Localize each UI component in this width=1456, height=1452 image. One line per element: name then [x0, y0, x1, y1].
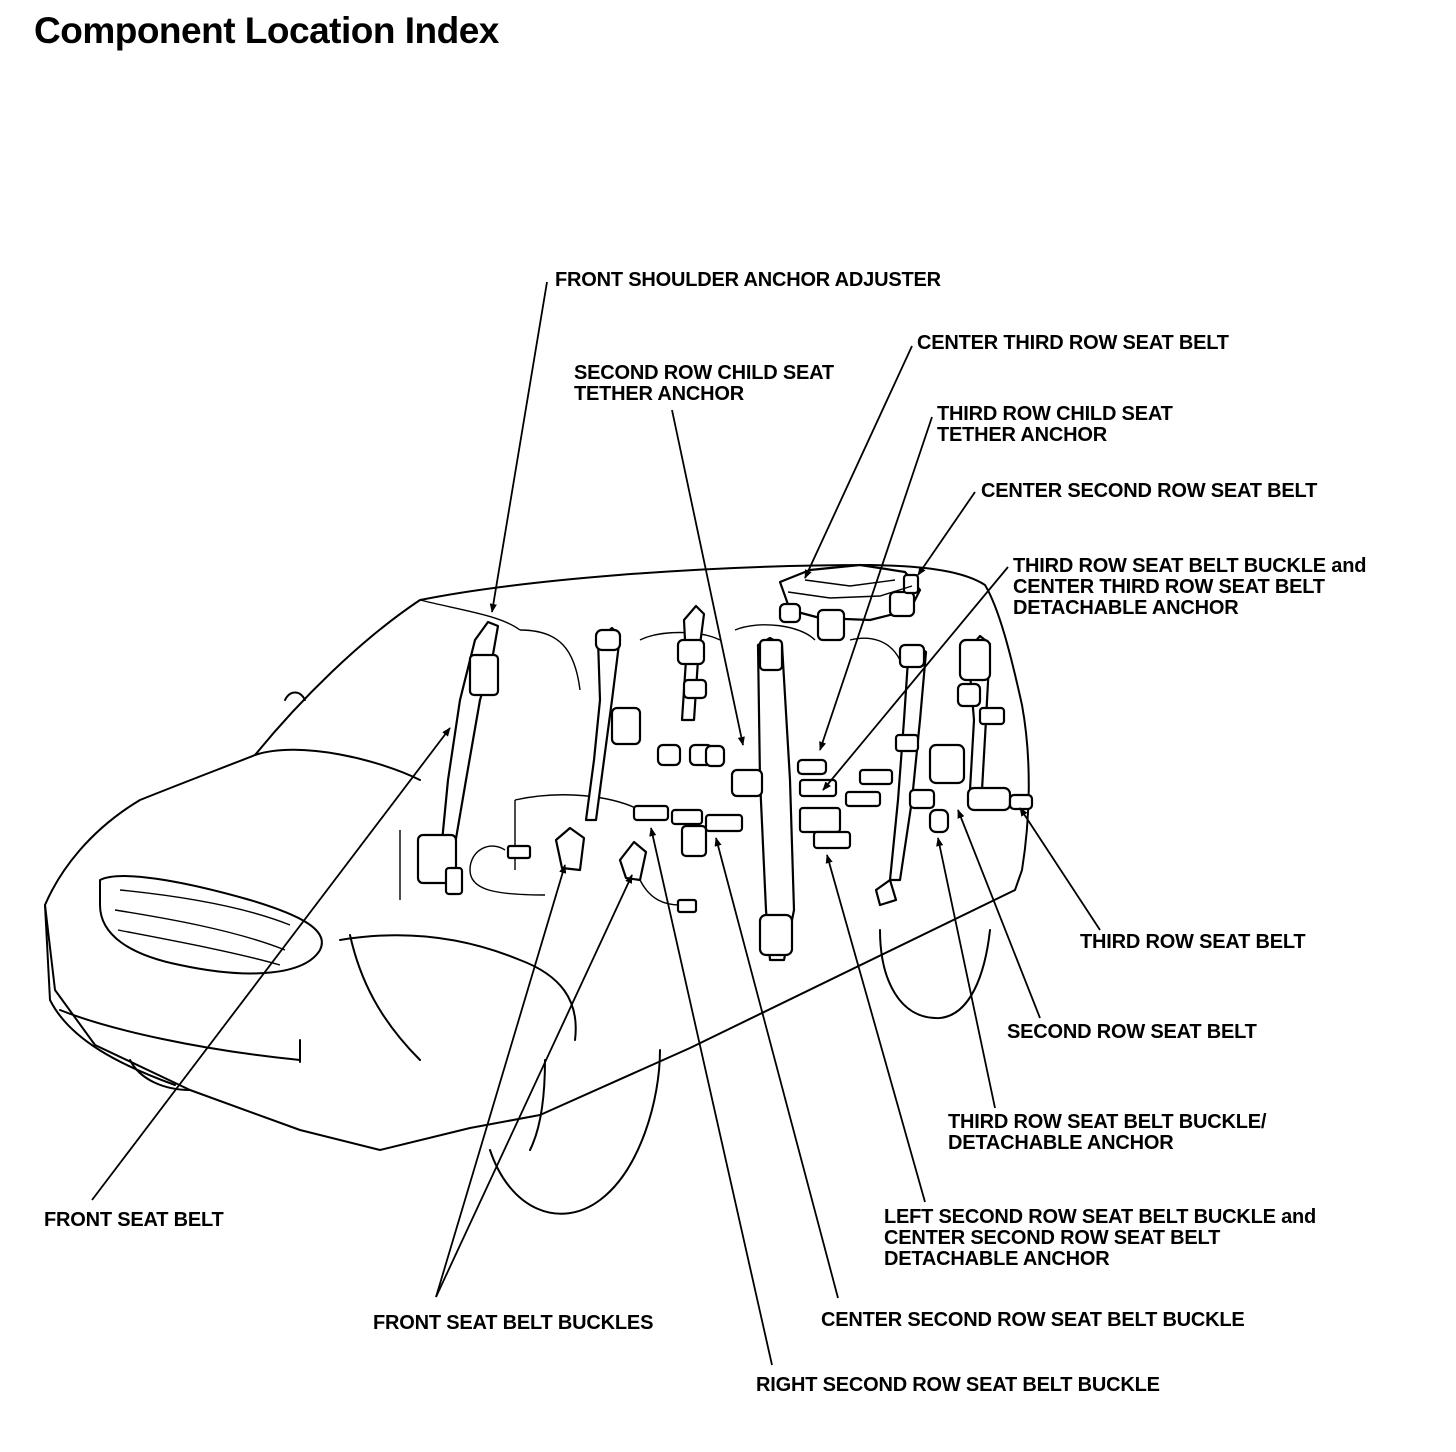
leader-left-second-row-buckle-and-center-anchor	[825, 854, 926, 1203]
label-third-row-seat-belt: THIRD ROW SEAT BELT	[1080, 931, 1306, 953]
label-right-second-row-seat-belt-buckle: RIGHT SECOND ROW SEAT BELT BUCKLE	[756, 1374, 1160, 1396]
label-left-second-row-buckle-and-center-second-row-anchor: LEFT SECOND ROW SEAT BELT BUCKLE and CEN…	[884, 1207, 1316, 1270]
label-line: SECOND ROW CHILD SEAT	[574, 362, 834, 384]
label-third-row-child-seat-tether-anchor: THIRD ROW CHILD SEAT TETHER ANCHOR	[937, 404, 1173, 446]
leader-lines	[91, 281, 1101, 1366]
leader-center-second-row-seat-belt	[917, 491, 976, 576]
seat-belt-components	[416, 563, 1034, 962]
label-line: DETACHABLE ANCHOR	[884, 1248, 1110, 1270]
leader-front-seat-belt-buckle-left	[435, 864, 567, 1298]
label-line: DETACHABLE ANCHOR	[948, 1132, 1174, 1154]
label-front-shoulder-anchor-adjuster: FRONT SHOULDER ANCHOR ADJUSTER	[555, 269, 941, 291]
label-second-row-child-seat-tether-anchor: SECOND ROW CHILD SEAT TETHER ANCHOR	[574, 363, 834, 405]
page-title: Component Location Index	[34, 10, 499, 51]
leader-front-shoulder-anchor-adjuster	[489, 281, 548, 613]
label-third-row-buckle-detachable-anchor: THIRD ROW SEAT BELT BUCKLE/ DETACHABLE A…	[948, 1112, 1266, 1154]
label-front-seat-belt-buckles: FRONT SEAT BELT BUCKLES	[373, 1312, 654, 1334]
label-line: LEFT SECOND ROW SEAT BELT BUCKLE and	[884, 1206, 1317, 1228]
label-center-second-row-seat-belt: CENTER SECOND ROW SEAT BELT	[981, 480, 1318, 502]
vehicle-outline	[44, 564, 1030, 1215]
leader-front-seat-belt	[91, 727, 451, 1201]
label-line: THIRD ROW CHILD SEAT	[937, 403, 1173, 425]
leader-third-row-buckle-and-center-third-row-anchor	[822, 566, 1009, 791]
leader-second-row-seat-belt	[957, 809, 1041, 1019]
leader-center-third-row-seat-belt	[804, 345, 913, 579]
label-line: TETHER ANCHOR	[574, 383, 744, 405]
label-line: CENTER SECOND ROW SEAT BELT	[884, 1227, 1221, 1249]
leader-right-second-row-seat-belt-buckle	[649, 827, 773, 1366]
leader-third-row-child-seat-tether-anchor	[819, 416, 933, 751]
label-center-third-row-seat-belt: CENTER THIRD ROW SEAT BELT	[917, 332, 1229, 354]
label-line: DETACHABLE ANCHOR	[1013, 597, 1239, 619]
leader-front-seat-belt-buckle-right	[435, 874, 633, 1298]
label-third-row-buckle-and-center-third-row-anchor: THIRD ROW SEAT BELT BUCKLE and CENTER TH…	[1013, 556, 1366, 619]
leader-third-row-buckle-detachable-anchor	[936, 837, 996, 1109]
label-line: THIRD ROW SEAT BELT BUCKLE and	[1013, 555, 1367, 577]
label-line: CENTER THIRD ROW SEAT BELT	[1013, 576, 1325, 598]
label-line: THIRD ROW SEAT BELT BUCKLE/	[948, 1111, 1267, 1133]
label-center-second-row-seat-belt-buckle: CENTER SECOND ROW SEAT BELT BUCKLE	[821, 1309, 1245, 1331]
label-second-row-seat-belt: SECOND ROW SEAT BELT	[1007, 1021, 1257, 1043]
label-front-seat-belt: FRONT SEAT BELT	[44, 1209, 224, 1231]
leader-third-row-seat-belt	[1019, 807, 1101, 931]
leader-center-second-row-seat-belt-buckle	[714, 837, 839, 1299]
leader-second-row-child-seat-tether-anchor	[671, 409, 745, 746]
label-line: TETHER ANCHOR	[937, 424, 1107, 446]
